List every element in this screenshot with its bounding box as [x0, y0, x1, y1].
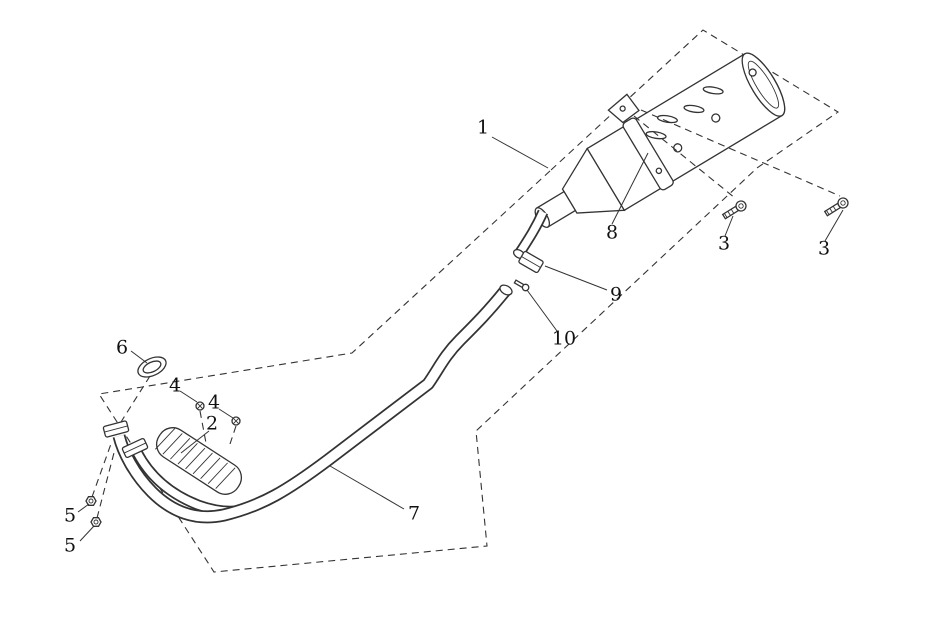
- hex-bolt-1: [721, 200, 747, 220]
- pipe-flange-2: [121, 437, 149, 459]
- screw-1: [195, 401, 205, 411]
- pipe-flange-1: [102, 420, 130, 438]
- muffler-bracket: [607, 93, 640, 124]
- callout-3b: 3: [817, 237, 831, 260]
- clamp-bolt: [513, 279, 530, 292]
- callout-4a: 4: [168, 374, 182, 397]
- pipe-clamp: [518, 250, 544, 274]
- callout-9: 9: [609, 283, 623, 306]
- nut-2: [90, 517, 102, 527]
- hex-bolt-2: [823, 197, 849, 217]
- callout-1: 1: [476, 116, 490, 139]
- callout-8: 8: [605, 221, 619, 244]
- dashed-boundary: [98, 29, 840, 573]
- callout-7: 7: [407, 502, 421, 525]
- callout-5b: 5: [63, 534, 77, 557]
- callout-4b: 4: [207, 391, 221, 414]
- leader-lines: [77, 136, 844, 542]
- heat-shield: [154, 427, 243, 495]
- callout-5a: 5: [63, 504, 77, 527]
- dashed-reference-lines: [91, 109, 841, 519]
- nut-1: [85, 496, 97, 506]
- callout-10: 10: [551, 327, 577, 350]
- callout-6: 6: [115, 336, 129, 359]
- callout-2: 2: [205, 412, 219, 435]
- screw-2: [231, 416, 241, 426]
- callout-3a: 3: [717, 232, 731, 255]
- muffler: [534, 52, 786, 228]
- exhaust-pipe: [112, 284, 513, 524]
